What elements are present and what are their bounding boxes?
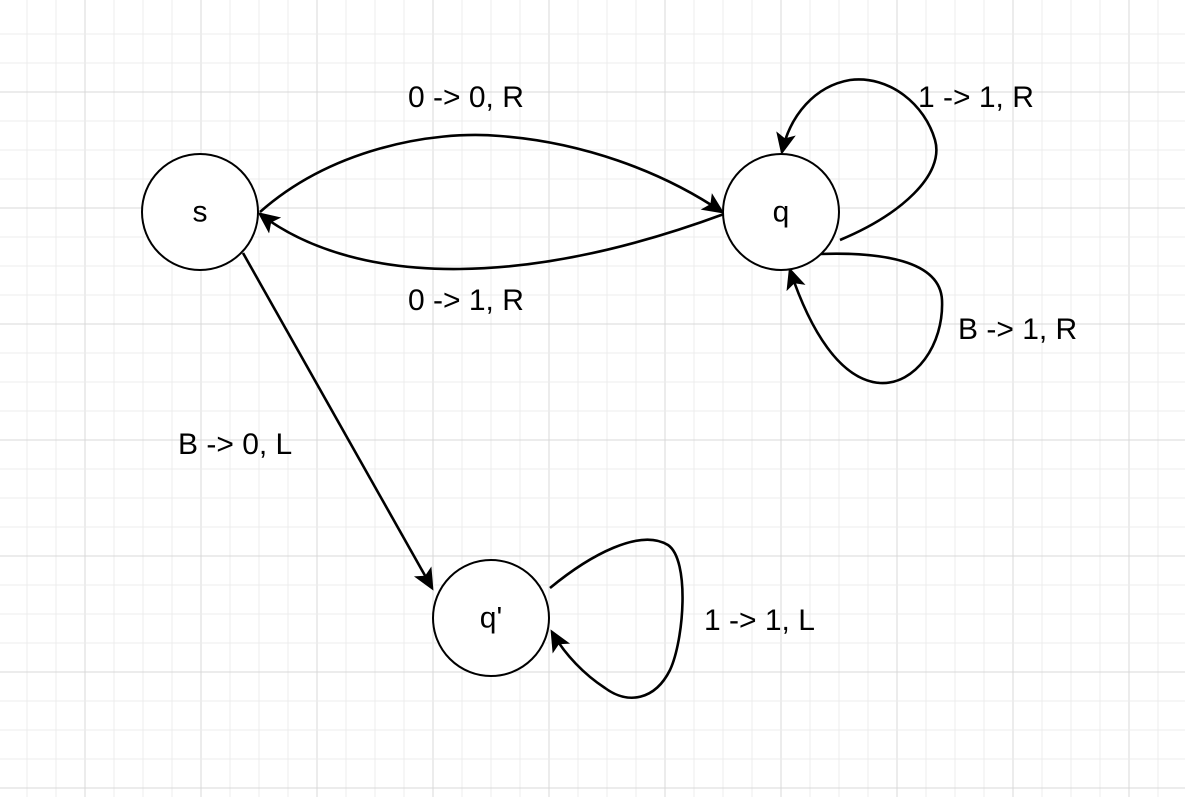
edge-q-to-s	[257, 212, 725, 271]
state-q-prime[interactable]: q'	[432, 559, 550, 677]
transition-q-loop-top[interactable]: 1 -> 1, R	[776, 78, 1034, 242]
edge-label-s-to-q: 0 -> 0, R	[408, 81, 524, 114]
state-q-label: q	[773, 196, 790, 229]
edge-label-q-to-s: 0 -> 1, R	[408, 284, 524, 317]
edge-s-to-q-prime	[241, 252, 434, 591]
state-s-label: s	[193, 196, 208, 229]
state-q-prime-circle	[432, 559, 550, 677]
transition-s-to-q[interactable]: 0 -> 0, R	[259, 81, 725, 214]
edge-label-q-self-top: 1 -> 1, R	[918, 81, 1034, 114]
transition-q-prime-loop[interactable]: 1 -> 1, L	[549, 538, 815, 699]
state-q[interactable]: q	[722, 153, 840, 271]
edge-label-q-prime-self: 1 -> 1, L	[704, 604, 815, 637]
edge-label-q-self-bottom: B -> 1, R	[958, 313, 1077, 346]
edge-s-to-q	[259, 133, 725, 214]
transition-q-to-s[interactable]: 0 -> 1, R	[257, 212, 725, 317]
edge-q-self-bottom	[786, 252, 944, 385]
edge-q-prime-self	[549, 538, 684, 699]
state-s-circle	[141, 153, 259, 271]
edge-label-s-to-q-prime: B -> 0, L	[178, 428, 292, 461]
edge-q-self-top	[776, 78, 938, 242]
transition-q-loop-bottom[interactable]: B -> 1, R	[786, 252, 1077, 385]
state-q-prime-label: q'	[480, 602, 502, 635]
state-q-circle	[722, 153, 840, 271]
state-s[interactable]: s	[141, 153, 259, 271]
transition-s-to-q-prime[interactable]: B -> 0, L	[178, 252, 434, 591]
